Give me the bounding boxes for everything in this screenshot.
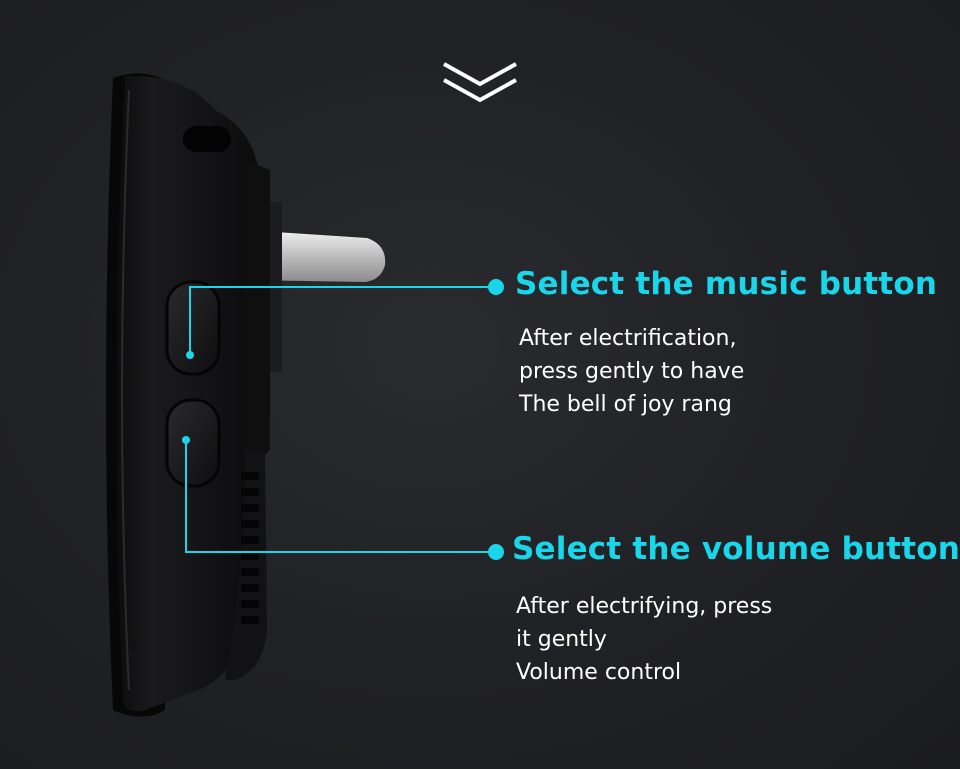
description-line: Volume control <box>516 660 682 685</box>
music-button <box>165 280 221 376</box>
volume-button-title: Select the volume button <box>512 531 960 567</box>
description-line: The bell of joy rang <box>519 392 732 417</box>
volume-button <box>165 398 221 488</box>
music-button-description: After electrification, press gently to h… <box>519 322 744 421</box>
description-line: After electrifying, press <box>516 594 773 619</box>
volume-button-description: After electrifying, press it gently Volu… <box>516 590 772 689</box>
description-line: it gently <box>516 627 607 652</box>
description-line: After electrification, <box>519 326 737 351</box>
description-line: press gently to have <box>519 359 745 384</box>
doorbell-receiver-side-view <box>106 73 386 717</box>
double-chevron-down-icon <box>443 62 517 103</box>
music-button-title: Select the music button <box>515 266 938 302</box>
